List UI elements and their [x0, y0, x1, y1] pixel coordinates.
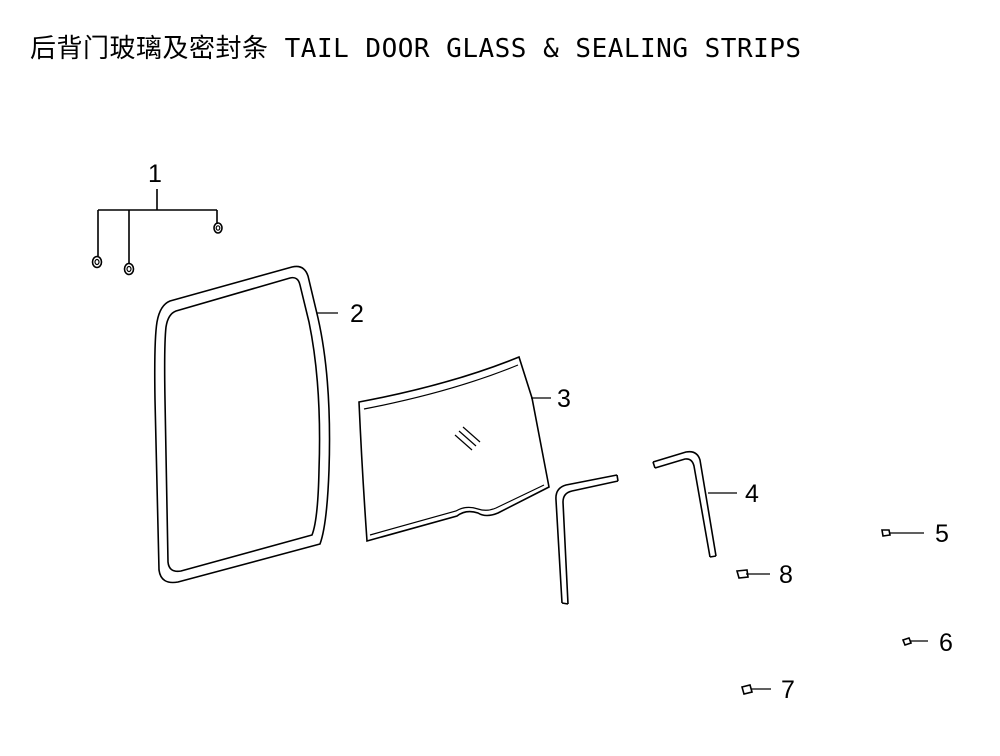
callout-8: 8: [779, 561, 793, 589]
part-5-clip[interactable]: [881, 529, 924, 537]
callout-2: 2: [350, 300, 364, 328]
callout-7: 7: [781, 676, 795, 704]
callout-3: 3: [557, 385, 571, 413]
part-8-clip[interactable]: [735, 569, 770, 579]
callout-6: 6: [939, 629, 953, 657]
part-1-clips[interactable]: [91, 189, 223, 276]
part-2-door-seal-strip[interactable]: [153, 265, 338, 584]
part-6-clip[interactable]: [901, 637, 928, 646]
diagram-title: 后背门玻璃及密封条 TAIL DOOR GLASS & SEALING STRI…: [30, 34, 802, 64]
callout-1: 1: [148, 160, 162, 188]
callout-4: 4: [745, 480, 759, 508]
part-4-side-seal-strips[interactable]: [555, 450, 737, 605]
part-7-clip[interactable]: [741, 684, 771, 695]
callout-5: 5: [935, 520, 949, 548]
part-3-tail-door-glass[interactable]: [358, 355, 551, 543]
